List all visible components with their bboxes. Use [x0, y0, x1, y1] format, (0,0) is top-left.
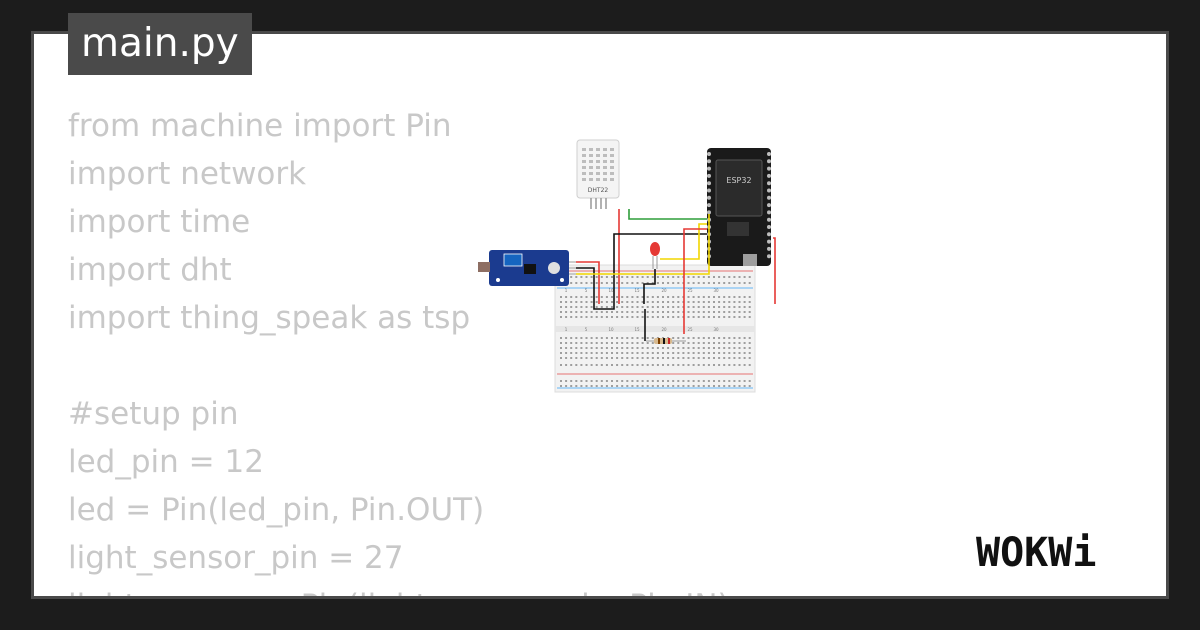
breadboard-column-number: 20 — [661, 327, 667, 332]
preview-panel: from machine import Pin import network imp… — [31, 31, 1169, 599]
code-line: led_pin = 12 — [68, 444, 264, 480]
red-led — [650, 242, 660, 269]
breadboard-column-number: 20 — [661, 288, 667, 293]
breadboard-column-number: 10 — [608, 288, 614, 293]
breadboard-column-number: 30 — [713, 288, 719, 293]
light-sensor-module — [478, 250, 576, 286]
code-line: import time — [68, 204, 251, 240]
code-preview: from machine import Pin import network imp… — [68, 102, 730, 596]
breadboard-column-number: 5 — [585, 288, 588, 293]
breadboard-column-number: 30 — [713, 327, 719, 332]
esp32-board: ESP32 — [707, 148, 771, 266]
breadboard-column-number: 25 — [687, 288, 693, 293]
wires — [576, 209, 776, 341]
code-line: led = Pin(led_pin, Pin.OUT) — [68, 492, 485, 528]
code-line: light_sensor_pin = 27 — [68, 540, 404, 576]
dht22-label: DHT22 — [588, 187, 609, 194]
dht22-sensor: DHT22 — [576, 139, 620, 209]
code-line: #setup pin — [68, 396, 239, 432]
code-line: import thing_speak as tsp — [68, 300, 471, 336]
breadboard-column-number: 10 — [608, 327, 614, 332]
wokwi-logo: WOKWi — [976, 530, 1096, 576]
breadboard-column-number: 15 — [634, 327, 640, 332]
esp32-label: ESP32 — [726, 176, 751, 185]
breadboard-column-number: 1 — [565, 288, 568, 293]
breadboard-column-number: 1 — [565, 327, 568, 332]
file-tab[interactable]: main.py — [68, 13, 252, 75]
code-line: light_sensor = Pin(light_sensor_pin, Pin… — [68, 582, 730, 596]
code-line: import network — [68, 156, 307, 192]
breadboard-column-number: 15 — [634, 288, 640, 293]
code-line: import dht — [68, 252, 232, 288]
resistor — [646, 338, 686, 344]
breadboard-column-number: 25 — [687, 327, 693, 332]
code-line: from machine import Pin — [68, 108, 452, 144]
wokwi-logo-text: WOKWi — [976, 530, 1096, 576]
breadboard-column-number: 5 — [585, 327, 588, 332]
